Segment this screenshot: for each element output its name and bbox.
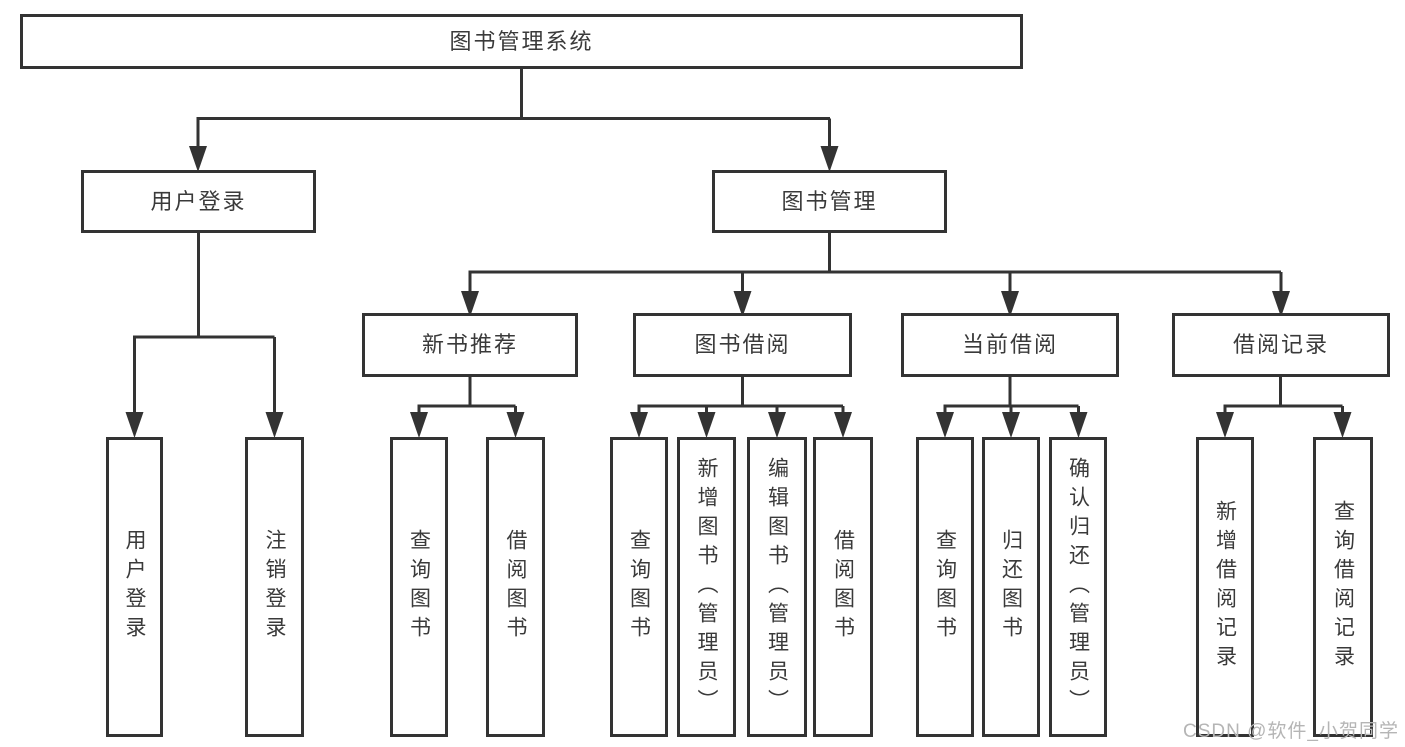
leaf-nb-borrow-books-label: 借阅图书 xyxy=(504,529,527,645)
leaf-bb-query-books-label: 查询图书 xyxy=(627,529,651,645)
arrowheads xyxy=(125,146,1352,438)
leaf-logout: 注销登录 xyxy=(245,437,304,737)
leaf-cb-return-books: 归还图书 xyxy=(982,437,1040,737)
node-book-borrow: 图书借阅 xyxy=(633,313,852,377)
leaf-cb-confirm-return-admin: 确认归还（管理员） xyxy=(1049,437,1107,737)
node-new-book-recommend: 新书推荐 xyxy=(362,313,578,377)
leaf-user-login-label: 用户登录 xyxy=(123,529,146,645)
node-new-book-recommend-label: 新书推荐 xyxy=(421,332,518,357)
leaf-nb-query-books: 查询图书 xyxy=(390,437,448,737)
connector-user-login-branch xyxy=(133,233,276,414)
leaf-br-add-record-label: 新增借阅记录 xyxy=(1213,500,1237,674)
connector-borrow-records-branch xyxy=(1223,377,1344,414)
watermark: CSDN @软件_小贺同学 xyxy=(1183,721,1399,742)
node-book-management: 图书管理 xyxy=(712,170,947,233)
node-root: 图书管理系统 xyxy=(20,14,1023,69)
leaf-bb-edit-books-admin: 编辑图书（管理员） xyxy=(747,437,807,737)
leaf-bb-add-books-admin: 新增图书（管理员） xyxy=(677,437,736,737)
node-borrow-records-label: 借阅记录 xyxy=(1232,332,1329,357)
connector-book-management-branch xyxy=(468,233,1283,293)
leaf-br-query-record: 查询借阅记录 xyxy=(1313,437,1373,737)
connector-book-borrow-branch xyxy=(637,377,845,414)
connector-current-borrow-branch xyxy=(943,377,1080,414)
leaf-cb-query-books-label: 查询图书 xyxy=(933,529,957,645)
node-current-borrow: 当前借阅 xyxy=(901,313,1119,377)
node-current-borrow-label: 当前借阅 xyxy=(961,332,1058,357)
node-root-label: 图书管理系统 xyxy=(449,28,594,54)
leaf-cb-return-books-label: 归还图书 xyxy=(999,529,1023,645)
node-book-management-label: 图书管理 xyxy=(781,188,878,214)
leaf-bb-add-books-admin-label: 新增图书（管理员） xyxy=(695,456,718,718)
leaf-logout-label: 注销登录 xyxy=(263,529,286,645)
leaf-bb-borrow-books: 借阅图书 xyxy=(813,437,873,737)
node-user-login-label: 用户登录 xyxy=(150,188,247,214)
node-book-borrow-label: 图书借阅 xyxy=(694,332,791,357)
leaf-bb-edit-books-admin-label: 编辑图书（管理员） xyxy=(765,456,789,718)
leaf-nb-borrow-books: 借阅图书 xyxy=(486,437,545,737)
leaf-cb-query-books: 查询图书 xyxy=(916,437,974,737)
leaf-bb-query-books: 查询图书 xyxy=(610,437,668,737)
leaf-nb-query-books-label: 查询图书 xyxy=(407,529,431,645)
connector-root xyxy=(196,69,831,148)
leaf-br-add-record: 新增借阅记录 xyxy=(1196,437,1254,737)
node-user-login: 用户登录 xyxy=(81,170,316,233)
connector-new-book-branch xyxy=(417,377,517,414)
leaf-br-query-record-label: 查询借阅记录 xyxy=(1331,500,1355,674)
leaf-cb-confirm-return-admin-label: 确认归还（管理员） xyxy=(1066,456,1090,718)
leaf-user-login: 用户登录 xyxy=(106,437,163,737)
leaf-bb-borrow-books-label: 借阅图书 xyxy=(831,529,855,645)
node-borrow-records: 借阅记录 xyxy=(1172,313,1390,377)
